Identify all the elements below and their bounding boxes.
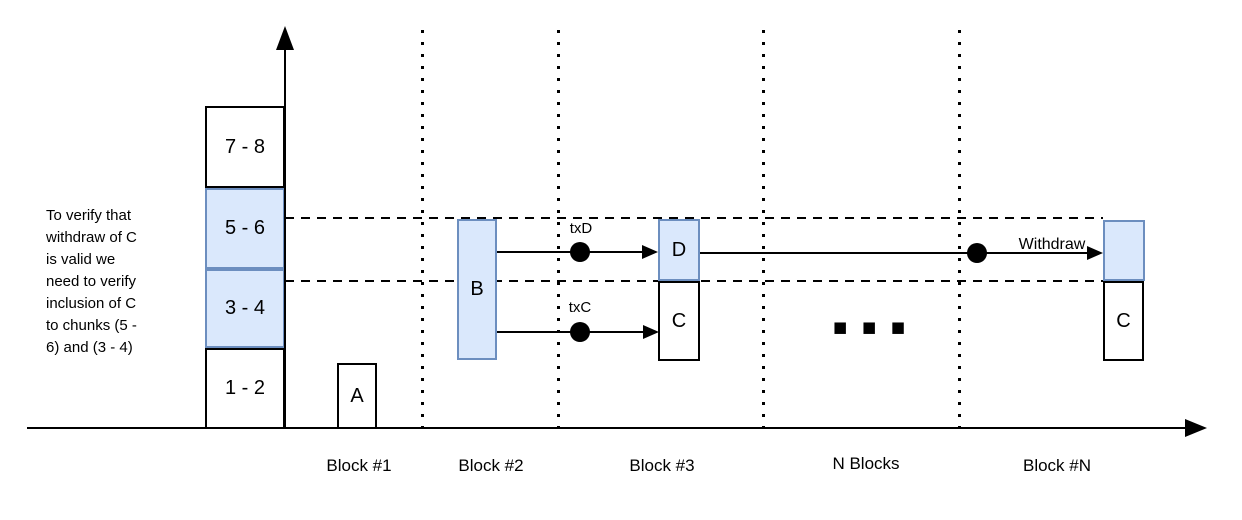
txc-label: txC: [568, 299, 592, 316]
block-separator-2: [557, 30, 560, 429]
chunk-3-4-label: 3 - 4: [224, 297, 266, 319]
withdraw-dot-icon: [967, 243, 987, 263]
chunk-7-8-label: 7 - 8: [224, 135, 266, 158]
block-3-label: Block #3: [629, 456, 695, 475]
txd-dot-icon: [570, 242, 590, 262]
vertical-axis-line: [284, 46, 286, 429]
chunk-box-blockn-top: [1103, 220, 1145, 281]
block-separator-4: [958, 30, 961, 429]
chunk-7-8: 7 - 8: [205, 106, 285, 188]
block-separator-1: [421, 30, 424, 429]
tx-box-c-block3-label: C: [671, 309, 687, 332]
horizontal-axis-line: [27, 427, 1187, 429]
block-2-label: Block #2: [458, 456, 524, 475]
tx-box-b-label: B: [470, 278, 484, 300]
tx-box-c-block3: C: [658, 281, 700, 361]
inclusion-line-top: [285, 217, 1103, 219]
annotation-text: To verify that withdraw of C is valid we…: [46, 207, 137, 356]
chunk-5-6-label: 5 - 6: [224, 217, 266, 239]
withdraw-arrowhead-icon: [1087, 246, 1103, 260]
block-1-label: Block #1: [326, 456, 392, 475]
tx-box-a-label: A: [350, 384, 364, 407]
block-n-label: Block #N: [1022, 456, 1092, 475]
tx-box-c-blockn: C: [1103, 281, 1144, 361]
tx-box-c-blockn-label: C: [1116, 309, 1131, 332]
tx-box-d-label: D: [671, 238, 687, 261]
txc-dot-icon: [570, 322, 590, 342]
chunk-3-4: 3 - 4: [205, 269, 285, 348]
chunk-5-6: 5 - 6: [205, 188, 285, 269]
tx-box-d: D: [658, 219, 700, 281]
tx-box-b: B: [457, 219, 497, 360]
n-blocks-label: N Blocks: [832, 454, 900, 473]
withdraw-label: Withdraw: [1018, 236, 1086, 253]
block-separator-3: [762, 30, 765, 429]
tx-box-a: A: [337, 363, 377, 429]
chunk-1-2: 1 - 2: [205, 348, 285, 429]
horizontal-axis-arrowhead-icon: [1185, 419, 1207, 437]
vertical-axis-arrowhead-icon: [276, 26, 294, 50]
chunk-1-2-label: 1 - 2: [224, 377, 266, 399]
txd-arrowhead-icon: [642, 245, 658, 259]
txd-label: txD: [569, 220, 593, 237]
ellipsis-icon: ■ ■ ■: [833, 318, 911, 336]
withdraw-arrow-line: [700, 252, 1089, 254]
txc-arrowhead-icon: [643, 325, 659, 339]
